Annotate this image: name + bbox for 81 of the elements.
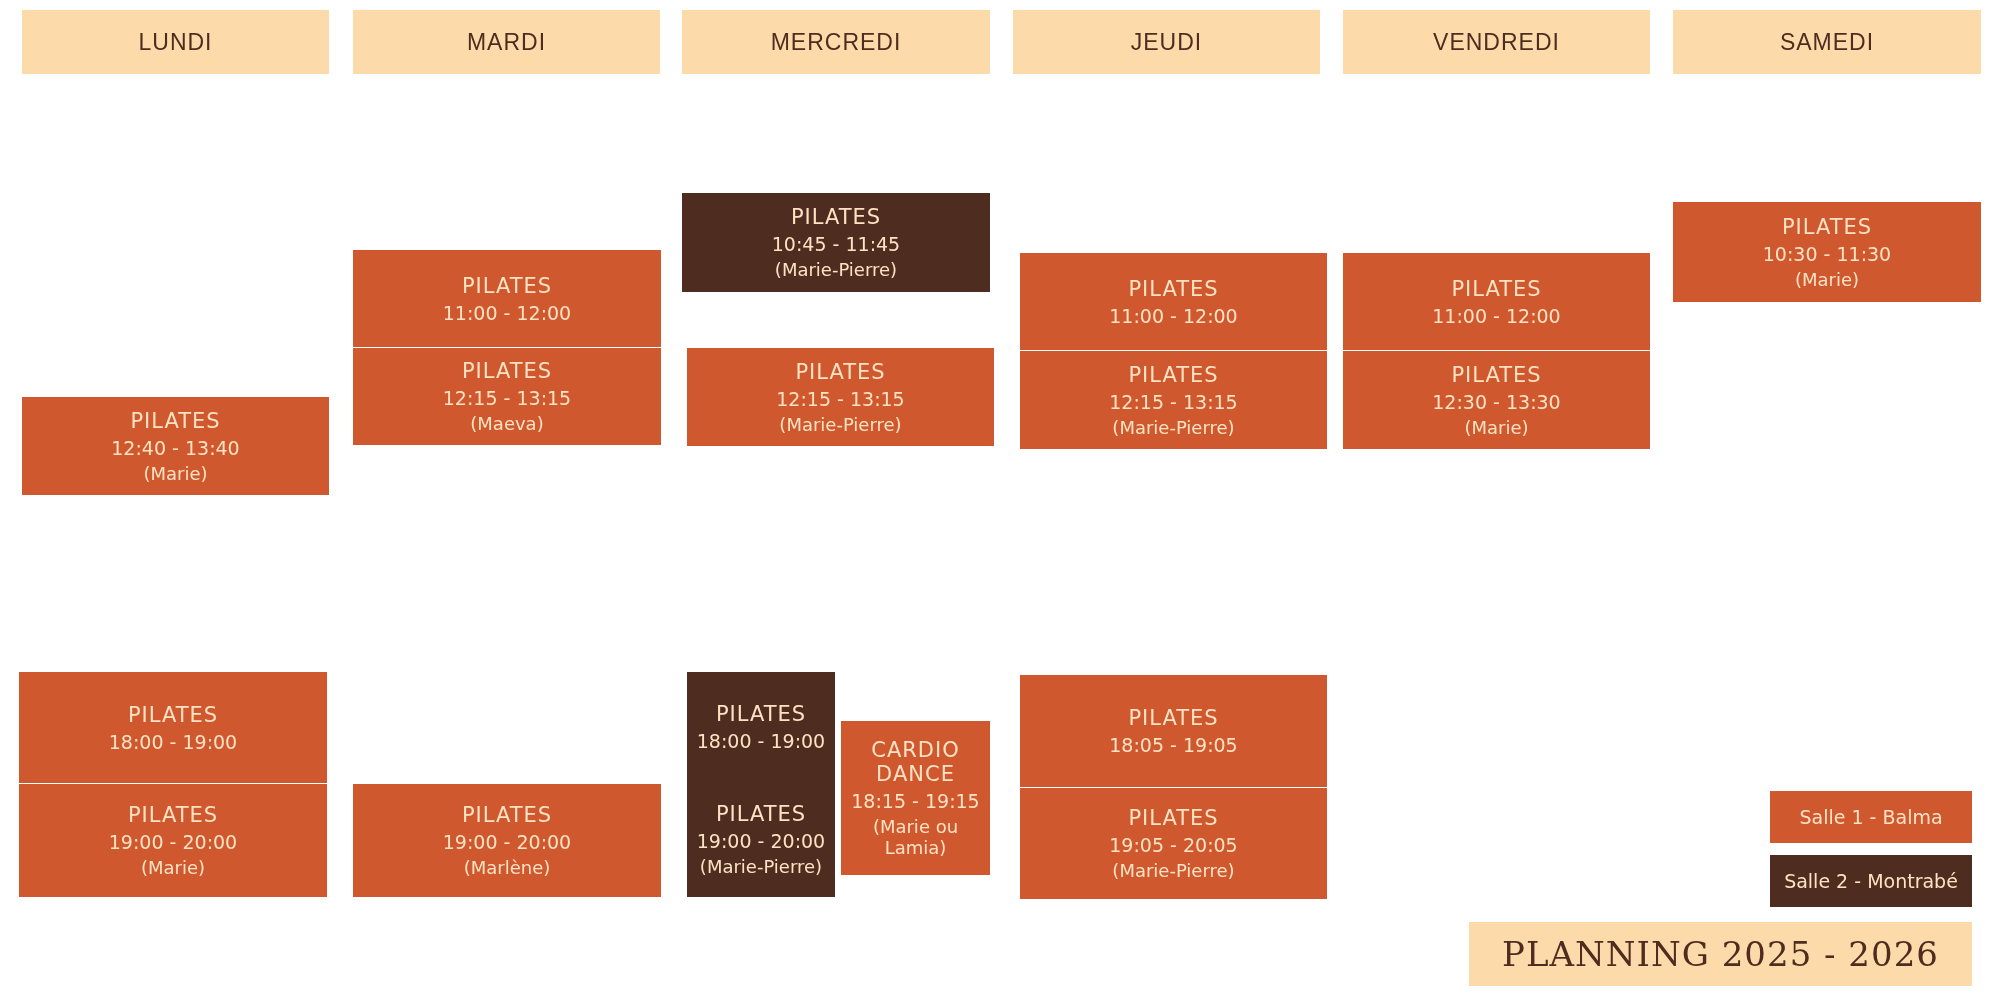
class-block <box>1020 351 1327 449</box>
time-range: 18:15 - 19:15 <box>851 790 980 812</box>
day-name: JEUDI <box>1130 28 1203 56</box>
time-range: 11:00 - 12:00 <box>1432 304 1561 327</box>
time-range: 10:30 - 11:30 <box>1762 242 1892 265</box>
class-name: PILATES <box>1128 806 1219 830</box>
instructor-name: (Marie) <box>1794 268 1860 290</box>
day-name: VENDREDI <box>1433 28 1560 56</box>
day-header-bar <box>1343 10 1650 74</box>
class-block <box>687 672 835 781</box>
class-block <box>682 193 990 292</box>
instructor-name: (Marie-Pierre) <box>774 259 898 280</box>
instructor-name: (Marie) <box>1464 416 1529 438</box>
class-name: PILATES <box>130 408 221 433</box>
time-range: 12:15 - 13:15 <box>1109 390 1238 413</box>
day-name: MARDI <box>466 28 547 56</box>
class-name: PILATES <box>461 359 553 383</box>
instructor-name: (Marie-Pierre) <box>699 855 823 877</box>
class-block <box>353 348 661 445</box>
class-block <box>687 781 835 897</box>
class-block <box>1020 788 1327 899</box>
time-range: 11:00 - 12:00 <box>1109 304 1238 327</box>
instructor-name: (Marie) <box>140 857 206 878</box>
time-range: 12:15 - 13:15 <box>776 387 905 410</box>
time-range: 18:00 - 19:00 <box>108 730 238 753</box>
time-range: 19:00 - 20:00 <box>442 831 572 853</box>
class-block <box>353 784 661 897</box>
day-name: LUNDI <box>138 28 213 56</box>
time-range: 19:00 - 20:00 <box>696 829 826 852</box>
instructor-name: (Marie) <box>143 462 208 484</box>
legend-label: Salle 2 - Montrabé <box>1784 870 1958 892</box>
class-name: PILATES <box>1128 706 1219 730</box>
class-name: PILATES <box>795 359 886 384</box>
time-range: 10:45 - 11:45 <box>771 233 901 255</box>
day-header-bar <box>22 10 329 74</box>
day-header-bar <box>682 10 990 74</box>
class-name: PILATES <box>1128 276 1219 301</box>
instructor-name: (Maeva) <box>470 413 544 434</box>
class-name: PILATES <box>461 273 553 298</box>
class-name: PILATES <box>715 801 807 826</box>
class-name: PILATES <box>790 205 882 229</box>
title: PLANNING 2025 - 2026 <box>1469 922 1972 986</box>
class-block <box>22 397 329 495</box>
time-range: 18:05 - 19:05 <box>1109 734 1238 756</box>
instructor-name: (Marie-Pierre) <box>1112 416 1235 438</box>
class-name: PILATES <box>1451 362 1542 387</box>
class-name: PILATES <box>715 701 807 726</box>
class-block <box>1343 253 1650 350</box>
instructor-name: (Marie ou Lamia) <box>871 816 960 858</box>
class-block <box>19 672 327 783</box>
day-header-bar <box>353 10 660 74</box>
class-name: PILATES <box>127 702 219 727</box>
class-block <box>1020 253 1327 350</box>
time-range: 18:00 - 19:00 <box>696 729 826 752</box>
time-range: 19:05 - 20:05 <box>1109 834 1238 856</box>
class-name: PILATES <box>461 803 553 827</box>
class-name: PILATES <box>127 803 219 827</box>
time-range: 19:00 - 20:00 <box>108 831 238 853</box>
class-block <box>1343 351 1650 449</box>
class-block <box>1673 202 1981 302</box>
day-header-bar <box>1013 10 1320 74</box>
class-name: CARDIO DANCE <box>870 738 961 786</box>
time-range: 12:30 - 13:30 <box>1432 390 1561 413</box>
class-name: PILATES <box>1128 362 1219 387</box>
class-name: PILATES <box>1451 276 1542 301</box>
class-block <box>841 721 990 875</box>
class-block <box>687 348 994 446</box>
instructor-name: (Marlène) <box>463 857 551 878</box>
time-range: 12:15 - 13:15 <box>442 387 572 409</box>
time-range: 12:40 - 13:40 <box>111 436 240 459</box>
class-block <box>353 250 661 347</box>
legend-label: Salle 1 - Balma <box>1799 806 1943 828</box>
day-name: MERCREDI <box>770 28 902 56</box>
instructor-name: (Marie-Pierre) <box>1112 860 1235 881</box>
class-name: PILATES <box>1781 214 1873 239</box>
instructor-name: (Marie-Pierre) <box>779 413 902 435</box>
class-block <box>1020 675 1327 787</box>
class-block <box>19 784 327 897</box>
time-range: 11:00 - 12:00 <box>442 301 572 324</box>
day-header-bar <box>1673 10 1981 74</box>
day-name: SAMEDI <box>1779 28 1875 56</box>
